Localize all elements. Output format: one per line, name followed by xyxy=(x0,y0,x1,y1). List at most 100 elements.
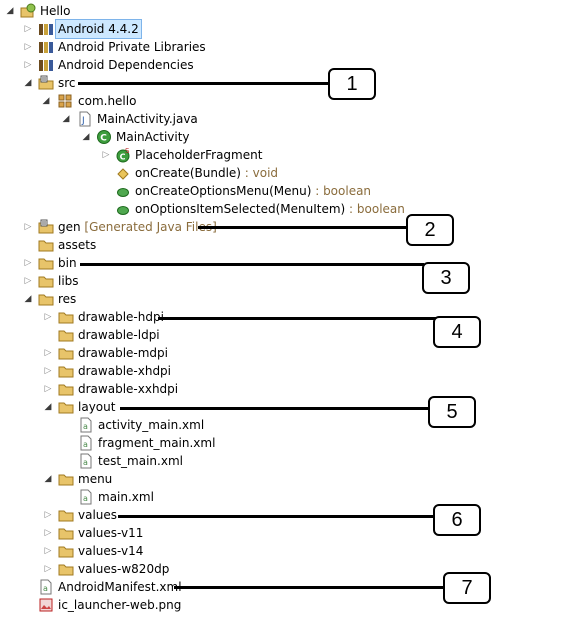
tree-item-label: values-v14 xyxy=(78,544,144,558)
collapsed-arrow-icon[interactable]: ▷ xyxy=(44,528,52,538)
tree-item-label: layout xyxy=(78,400,116,414)
expanded-arrow-icon[interactable]: ◢ xyxy=(62,114,70,124)
tree-item-label: fragment_main.xml xyxy=(98,436,216,450)
tree-item-label: onCreate(Bundle) : void xyxy=(133,164,280,182)
svg-text:a: a xyxy=(83,440,88,449)
tree-item-label: activity_main.xml xyxy=(98,418,205,432)
library-icon xyxy=(38,39,54,55)
collapsed-arrow-icon[interactable]: ▷ xyxy=(44,366,52,376)
collapsed-arrow-icon[interactable]: ▷ xyxy=(24,222,32,232)
collapsed-arrow-icon[interactable]: ▷ xyxy=(24,24,32,34)
tree-item-label: bin xyxy=(58,256,77,270)
collapsed-arrow-icon[interactable]: ▷ xyxy=(24,60,32,70)
folder-icon xyxy=(58,363,74,379)
callout-line-5 xyxy=(120,407,430,410)
package-icon xyxy=(57,93,73,109)
folder-icon xyxy=(58,561,74,577)
callout-box-4: 4 xyxy=(433,316,481,348)
xml-file-icon: a xyxy=(78,489,94,505)
callout-line-1 xyxy=(78,82,330,85)
tree-item-label: com.hello xyxy=(78,94,137,108)
expanded-arrow-icon[interactable]: ◢ xyxy=(44,474,52,484)
collapsed-arrow-icon[interactable]: ▷ xyxy=(24,258,32,268)
tree-item-label: drawable-ldpi xyxy=(78,328,160,342)
folder-decoration: [Generated Java Files] xyxy=(80,220,217,234)
svg-text:C: C xyxy=(100,134,107,144)
library-icon xyxy=(38,21,54,37)
class-icon: C xyxy=(96,129,112,145)
expanded-arrow-icon[interactable]: ◢ xyxy=(24,78,32,88)
callout-box-1: 1 xyxy=(328,68,376,100)
xml-file-icon: a xyxy=(38,579,54,595)
xml-file-icon: a xyxy=(78,417,94,433)
callout-box-7: 7 xyxy=(443,572,491,604)
collapsed-arrow-icon[interactable]: ▷ xyxy=(102,150,110,160)
folder-icon xyxy=(58,327,74,343)
tree-item-label: gen [Generated Java Files] xyxy=(56,218,219,236)
tree-item-label: assets xyxy=(58,238,97,252)
collapsed-arrow-icon[interactable]: ▷ xyxy=(44,348,52,358)
expanded-arrow-icon[interactable]: ◢ xyxy=(6,6,14,16)
image-file-icon xyxy=(38,597,54,613)
project-icon xyxy=(20,3,36,19)
tree-item-label: drawable-xhdpi xyxy=(78,364,172,378)
method-name: onOptionsItemSelected(MenuItem) xyxy=(135,202,346,216)
svg-text:a: a xyxy=(43,584,48,593)
collapsed-arrow-icon[interactable]: ▷ xyxy=(44,564,52,574)
expanded-arrow-icon[interactable]: ◢ xyxy=(44,402,52,412)
expanded-arrow-icon[interactable]: ◢ xyxy=(82,132,90,142)
tree-item-label: PlaceholderFragment xyxy=(135,148,263,162)
tree-item-label: src xyxy=(58,76,76,90)
callout-box-2: 2 xyxy=(406,214,454,246)
folder-icon xyxy=(58,381,74,397)
tree-item-label: menu xyxy=(78,472,113,486)
method-name: onCreateOptionsMenu(Menu) xyxy=(135,184,312,198)
expanded-arrow-icon[interactable]: ◢ xyxy=(24,294,32,304)
tree-item-label: drawable-hdpi xyxy=(78,310,164,324)
protected-method-icon xyxy=(115,165,131,181)
folder-name: gen xyxy=(58,220,81,234)
callout-line-4 xyxy=(158,317,436,320)
folder-icon xyxy=(38,273,54,289)
svg-text:C: C xyxy=(120,153,126,162)
callout-line-2 xyxy=(198,226,410,229)
source-folder-icon xyxy=(38,75,54,91)
tree-item-label: values-v11 xyxy=(78,526,144,540)
folder-icon xyxy=(58,471,74,487)
source-folder-icon xyxy=(38,219,54,235)
callout-box-3: 3 xyxy=(422,262,470,294)
collapsed-arrow-icon[interactable]: ▷ xyxy=(24,276,32,286)
callout-line-6 xyxy=(118,515,436,518)
tree-item-label: drawable-xxhdpi xyxy=(78,382,179,396)
xml-file-icon: a xyxy=(78,435,94,451)
svg-text:a: a xyxy=(83,422,88,431)
xml-file-icon: a xyxy=(78,453,94,469)
collapsed-arrow-icon[interactable]: ▷ xyxy=(44,546,52,556)
tree-item-label: libs xyxy=(58,274,79,288)
tree-item-label: MainActivity xyxy=(116,130,190,144)
method-return-type: : void xyxy=(240,166,279,180)
tree-item-label: main.xml xyxy=(98,490,154,504)
tree-item-label: Android Private Libraries xyxy=(58,40,206,54)
java-file-icon: J xyxy=(77,111,93,127)
callout-line-7 xyxy=(174,586,446,589)
collapsed-arrow-icon[interactable]: ▷ xyxy=(44,510,52,520)
tree-item-label: Hello xyxy=(40,4,71,18)
method-return-type: : boolean xyxy=(311,184,372,198)
folder-icon xyxy=(38,291,54,307)
svg-text:a: a xyxy=(83,458,88,467)
folder-icon xyxy=(58,543,74,559)
collapsed-arrow-icon[interactable]: ▷ xyxy=(24,42,32,52)
collapsed-arrow-icon[interactable]: ▷ xyxy=(44,384,52,394)
folder-icon xyxy=(38,237,54,253)
collapsed-arrow-icon[interactable]: ▷ xyxy=(44,312,52,322)
expanded-arrow-icon[interactable]: ◢ xyxy=(42,96,50,106)
tree-item-label: drawable-mdpi xyxy=(78,346,168,360)
folder-icon xyxy=(58,399,74,415)
folder-icon xyxy=(58,345,74,361)
callout-line-3 xyxy=(80,263,424,266)
callout-box-6: 6 xyxy=(433,504,481,536)
svg-text:S: S xyxy=(125,147,130,155)
